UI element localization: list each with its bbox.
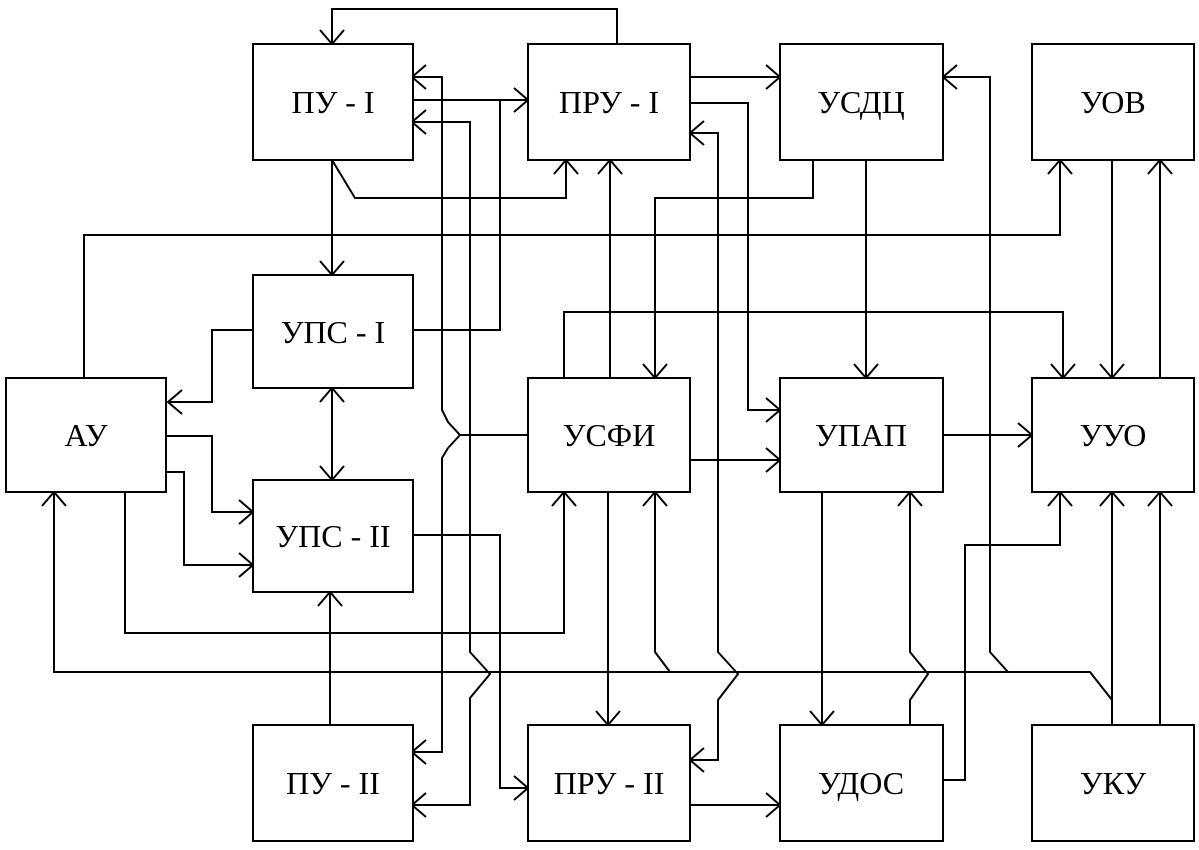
connection-usdc-usfi bbox=[654, 160, 814, 378]
connection-ups2-pru2 bbox=[412, 534, 528, 789]
connection-au-ups2 bbox=[166, 435, 253, 566]
block-ups2: УПС - II bbox=[252, 479, 414, 593]
connection-bus-usdc bbox=[943, 76, 1009, 673]
block-label: УПС - I bbox=[281, 314, 385, 350]
block-udos: УДОС bbox=[779, 724, 944, 842]
connection-usfi-uuo bbox=[563, 311, 1064, 378]
block-pru2: ПРУ - II bbox=[527, 724, 691, 842]
block-label: АУ bbox=[65, 417, 108, 453]
block-label: УПС - II bbox=[275, 518, 390, 554]
block-label: ПРУ - II bbox=[554, 765, 665, 801]
connection-au-usfi bbox=[124, 490, 565, 634]
block-ups1: УПС - I bbox=[252, 274, 414, 389]
connection-usfi-bus bbox=[412, 76, 528, 806]
block-au: АУ bbox=[5, 377, 167, 493]
connection-udos-upap bbox=[909, 492, 930, 725]
block-uov: УОВ bbox=[1031, 43, 1195, 161]
block-label: ПРУ - I bbox=[559, 84, 659, 120]
block-uku: УКУ bbox=[1031, 724, 1195, 842]
block-label: УСФИ bbox=[563, 417, 655, 453]
block-pru1: ПРУ - I bbox=[527, 43, 691, 161]
block-pu1: ПУ - I bbox=[252, 43, 414, 161]
blocks: ПУ - I ПРУ - I УСДЦ УОВ УПС - I АУ УСФИ bbox=[5, 43, 1195, 842]
block-usfi: УСФИ bbox=[527, 377, 691, 493]
arrowhead bbox=[166, 389, 183, 415]
block-usdc: УСДЦ bbox=[779, 43, 944, 161]
connection-udos-uuo bbox=[943, 492, 1061, 781]
block-uuo: УУО bbox=[1031, 377, 1195, 493]
connection-pru1-upap bbox=[690, 102, 780, 761]
connection-uku-au bbox=[53, 492, 1113, 725]
connection-bus-usfi bbox=[654, 492, 671, 673]
block-label: ПУ - I bbox=[291, 84, 374, 120]
connection-uku-uuo bbox=[1111, 492, 1161, 725]
block-label: УСДЦ bbox=[817, 84, 904, 120]
connection-au-uov bbox=[83, 160, 1061, 378]
block-pu2: ПУ - II bbox=[252, 724, 414, 842]
block-label: УПАП bbox=[815, 417, 907, 453]
connection-uov-uuo bbox=[1111, 160, 1161, 378]
block-label: УУО bbox=[1080, 417, 1147, 453]
connections bbox=[53, 8, 1161, 806]
connection-feedback-top bbox=[331, 8, 618, 44]
block-label: УОВ bbox=[1080, 84, 1146, 120]
connection-ups1-au bbox=[168, 329, 253, 403]
block-label: ПУ - II bbox=[286, 765, 380, 801]
block-upap: УПАП bbox=[779, 377, 944, 493]
block-label: УКУ bbox=[1080, 765, 1146, 801]
connection-ups1-pru1 bbox=[412, 99, 528, 331]
block-label: УДОС bbox=[818, 765, 904, 801]
